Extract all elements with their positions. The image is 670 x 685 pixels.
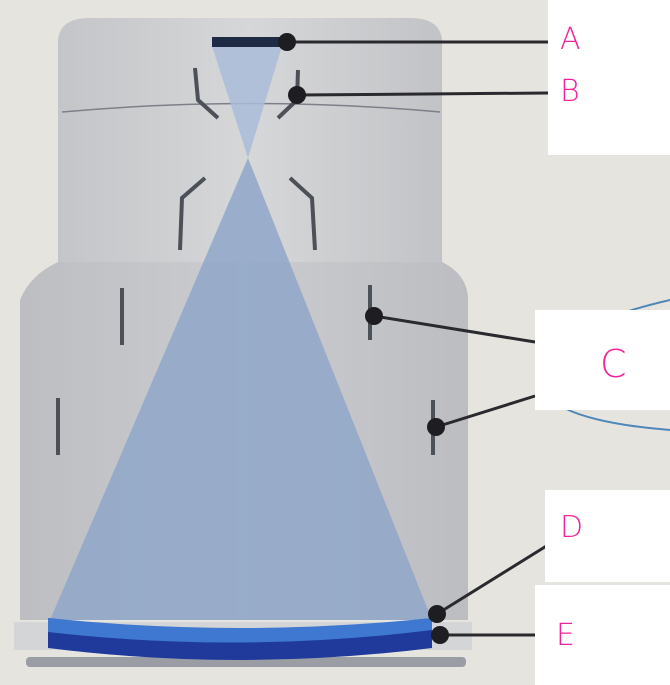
pointer-dot-b — [288, 86, 306, 104]
source-bar — [212, 37, 284, 47]
label-c: C — [600, 342, 627, 386]
beam-lower — [50, 158, 432, 620]
label-box-ab — [548, 0, 670, 155]
label-box-c — [535, 310, 670, 410]
pointer-dot-c1 — [365, 307, 383, 325]
pointer-dot-d — [428, 605, 446, 623]
screen-inner-layer — [48, 618, 432, 643]
label-box-e — [535, 585, 670, 685]
pointer-dot-e — [431, 626, 449, 644]
leader-lines — [287, 40, 549, 637]
label-e: E — [556, 618, 575, 653]
label-a: A — [560, 22, 581, 57]
label-b: B — [560, 74, 580, 109]
label-box-d — [545, 490, 670, 582]
pointer-dot-c2 — [427, 418, 445, 436]
base-strip — [26, 657, 466, 667]
plates — [56, 67, 435, 455]
label-d: D — [560, 510, 584, 545]
beam-upper — [212, 46, 282, 158]
pointer-dot-a — [278, 33, 296, 51]
